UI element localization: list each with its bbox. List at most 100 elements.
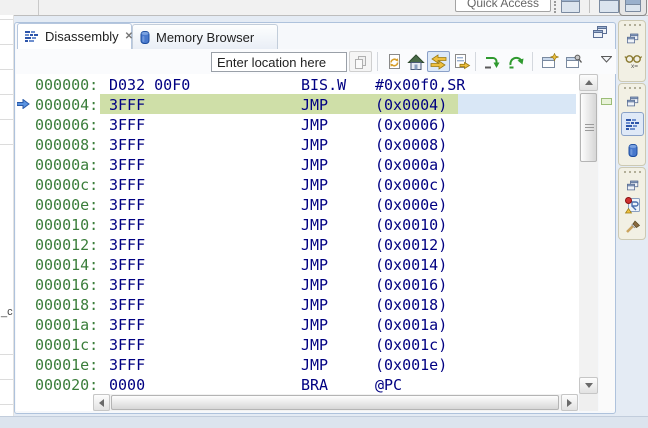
close-icon[interactable]: ✕ [124,31,134,42]
step-into-location-button[interactable] [481,51,502,72]
scroll-left-button[interactable] [93,394,110,411]
horizontal-scrollbar[interactable] [93,394,578,411]
horizontal-scroll-thumb[interactable] [111,395,559,410]
mnemonic-cell: JMP [301,276,329,294]
fastview-group-1: x= [618,20,646,82]
open-address-view-button[interactable] [451,51,472,72]
location-input[interactable] [211,52,347,72]
expressions-view-icon[interactable]: x= [623,51,643,69]
toolbar-separator [377,52,378,71]
drag-handle[interactable] [624,171,642,174]
tab-memory-browser[interactable]: Memory Browser [132,24,278,49]
opcode-cell: 3FFF [109,356,146,374]
home-button[interactable] [405,51,426,72]
toolbar-drag-handle [554,1,556,13]
opcode-cell: 3FFF [109,336,146,354]
mnemonic-cell: JMP [301,236,329,254]
operand-cell: (0x0008) [375,136,448,154]
perspective-button[interactable] [599,0,619,13]
content-bottom-gutter [16,394,93,411]
perspective-button-active[interactable] [619,0,647,16]
address-cell: 000006: [35,116,99,134]
operand-cell: (0x0012) [375,236,448,254]
operand-cell: @PC [375,376,403,394]
show-pc-button[interactable] [427,51,450,72]
mnemonic-cell: JMP [301,216,329,234]
operand-cell: #0x00f0,SR [375,76,466,94]
mnemonic-cell: JMP [301,316,329,334]
vertical-scroll-thumb[interactable] [580,93,597,162]
view-menu-button[interactable] [599,53,613,65]
pc-arrow-icon [17,99,30,109]
scroll-down-button[interactable] [579,377,598,394]
open-perspective-icon[interactable] [561,0,580,13]
memory-browser-view-icon[interactable] [623,141,643,159]
address-cell: 00001a: [35,316,99,334]
brush-icon[interactable] [623,217,643,235]
new-view-button[interactable] [539,51,560,72]
restore-view-icon[interactable] [623,176,643,194]
memory-browser-icon [140,30,150,44]
bottom-view-edge [0,416,648,428]
restore-view-icon[interactable] [623,92,643,110]
tab-disassembly[interactable]: Disassembly ✕ [17,23,134,49]
resume-arrow-button[interactable] [505,51,526,72]
opcode-cell: 3FFF [109,216,146,234]
scroll-right-button[interactable] [561,394,578,411]
row-divider [0,94,13,95]
restore-view-icon[interactable] [593,26,608,38]
mnemonic-cell: JMP [301,256,329,274]
overview-ruler[interactable] [599,74,615,411]
opcode-cell: 3FFF [109,296,146,314]
mnemonic-cell: JMP [301,136,329,154]
toolbar-divider [38,0,39,15]
row-divider [0,379,13,380]
operand-cell: (0x001c) [375,336,448,354]
scroll-up-button[interactable] [579,74,598,91]
operand-cell: (0x000c) [375,176,448,194]
pc-annotation-marker[interactable] [601,98,612,105]
address-cell: 000018: [35,296,99,314]
vertical-scrollbar[interactable] [579,74,598,394]
address-cell: 000000: [35,76,99,94]
restore-view-icon[interactable] [623,29,643,47]
pin-view-button[interactable] [563,51,584,72]
row-divider [0,69,13,70]
drag-handle[interactable] [624,87,642,90]
mnemonic-cell: JMP [301,116,329,134]
quick-access-button[interactable]: Quick Access [455,0,551,12]
registers-view-icon[interactable] [623,196,643,214]
drag-handle[interactable] [624,24,642,27]
disassembly-icon [25,31,38,42]
quick-access-label: Quick Access [466,0,540,10]
disassembly-view-icon-active[interactable] [621,112,644,136]
mnemonic-cell: JMP [301,96,329,114]
operand-cell: (0x0010) [375,216,448,234]
operand-cell: (0x001a) [375,316,448,334]
address-cell: 000020: [35,376,99,394]
truncated-text-label: _c [1,306,13,318]
address-cell: 000016: [35,276,99,294]
fastview-group-2 [618,83,646,166]
disassembly-view-panel: Disassembly ✕ Memory Browser [14,22,616,414]
address-cell: 00000c: [35,176,99,194]
refresh-button[interactable] [383,51,404,72]
